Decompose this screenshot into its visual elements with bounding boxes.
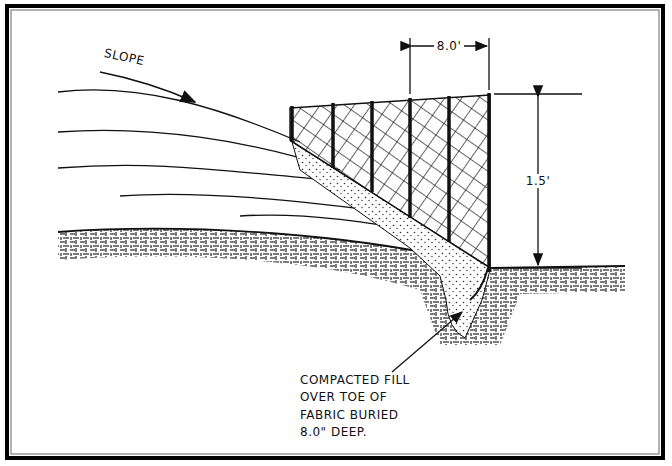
dimension-label: 1.5' <box>523 174 553 188</box>
callout-note: COMPACTED FILL OVER TOE OF FABRIC BURIED… <box>300 372 418 442</box>
dimension-label: 8.0' <box>434 39 464 53</box>
